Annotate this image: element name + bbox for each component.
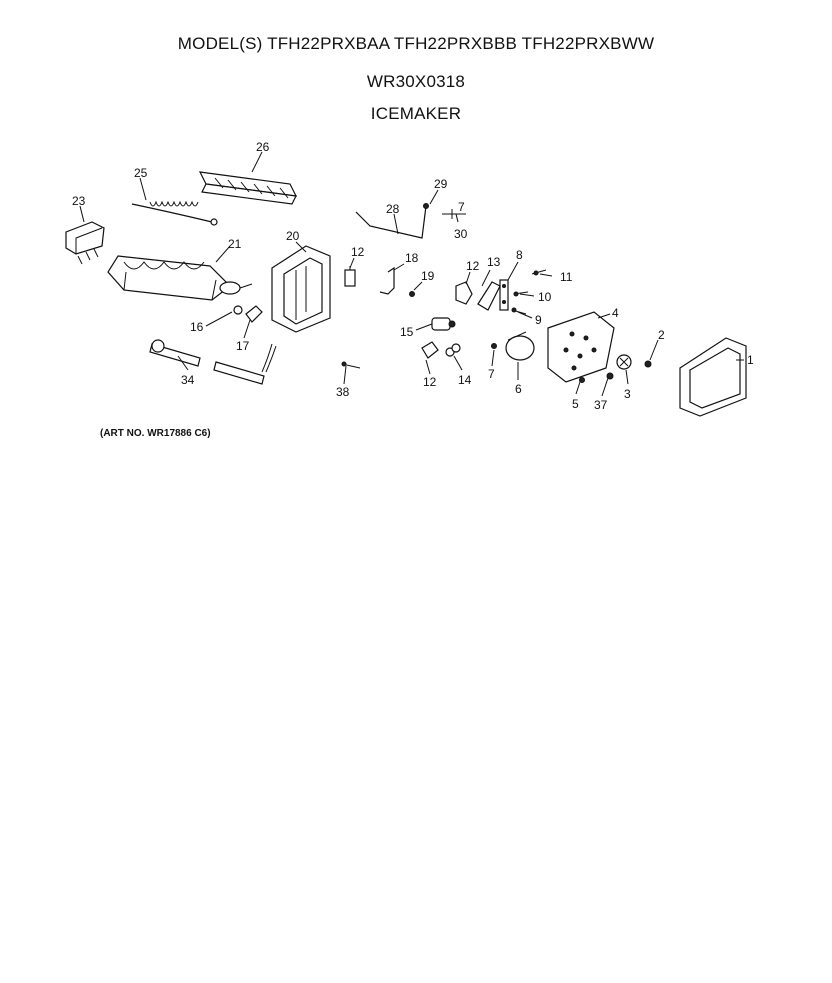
leader-lines bbox=[79, 151, 744, 397]
part-bracket bbox=[499, 279, 509, 311]
part-clip-upper-left bbox=[344, 266, 356, 287]
callout-16: 16 bbox=[190, 320, 204, 334]
callout-12-upper-right: 12 bbox=[466, 259, 480, 273]
callout-17: 17 bbox=[236, 339, 250, 353]
part-front-cover bbox=[679, 337, 747, 417]
callout-29: 29 bbox=[434, 177, 448, 191]
callout-11: 11 bbox=[560, 270, 573, 284]
part-arm-screw bbox=[442, 209, 466, 219]
part-screw-7 bbox=[491, 343, 497, 349]
callout-8: 8 bbox=[516, 248, 523, 262]
callout-9: 9 bbox=[535, 313, 542, 327]
callout-30: 30 bbox=[454, 227, 468, 241]
callout-3: 3 bbox=[624, 387, 631, 401]
part-fill-cup bbox=[65, 221, 105, 265]
callout-10: 10 bbox=[538, 290, 552, 304]
part-motor bbox=[505, 331, 535, 361]
part-housing bbox=[271, 245, 331, 333]
part-thermostat bbox=[431, 317, 456, 331]
part-5-37-3 bbox=[579, 354, 632, 383]
callout-6: 6 bbox=[515, 382, 522, 396]
callout-19: 19 bbox=[421, 269, 435, 283]
callout-28: 28 bbox=[386, 202, 400, 216]
part-ice-stripper bbox=[198, 171, 298, 205]
callout-25: 25 bbox=[134, 166, 148, 180]
callout-34: 34 bbox=[181, 373, 195, 387]
callout-38: 38 bbox=[336, 385, 350, 399]
part-screw-2 bbox=[644, 360, 652, 368]
callout-7-upper: 7 bbox=[458, 200, 465, 214]
callout-4: 4 bbox=[612, 306, 619, 320]
callout-15: 15 bbox=[400, 325, 414, 339]
callout-23: 23 bbox=[72, 194, 86, 208]
callout-1: 1 bbox=[747, 353, 754, 367]
callout-37: 37 bbox=[594, 398, 608, 412]
part-number: WR30X0318 bbox=[366, 72, 466, 91]
part-mounting-plate bbox=[547, 311, 615, 383]
part-heater-coil bbox=[131, 200, 218, 226]
part-screws-right bbox=[511, 269, 547, 315]
part-shutoff-arm bbox=[355, 203, 429, 239]
callout-18: 18 bbox=[405, 251, 419, 265]
part-ice-mold bbox=[107, 255, 253, 301]
callout-21: 21 bbox=[228, 237, 242, 251]
callout-26: 26 bbox=[256, 140, 270, 154]
callout-14: 14 bbox=[458, 373, 472, 387]
part-wire-harness bbox=[213, 343, 277, 385]
part-cam bbox=[455, 281, 473, 305]
callout-12-upper-left: 12 bbox=[351, 245, 365, 259]
callout-13: 13 bbox=[487, 255, 501, 269]
art-number: (ART NO. WR17886 C6) bbox=[100, 428, 211, 439]
callout-12-lower: 12 bbox=[423, 375, 437, 389]
part-38 bbox=[341, 361, 361, 369]
callout-20: 20 bbox=[286, 229, 300, 243]
part-fill-tube bbox=[149, 339, 201, 367]
part-clip-lower bbox=[421, 341, 439, 359]
callout-2: 2 bbox=[658, 328, 665, 342]
callout-7-lower: 7 bbox=[488, 367, 495, 381]
models-title: MODEL(S) TFH22PRXBAA TFH22PRXBBB TFH22PR… bbox=[177, 34, 655, 53]
part-lever bbox=[379, 266, 415, 297]
part-14 bbox=[445, 343, 461, 357]
callout-5: 5 bbox=[572, 397, 579, 411]
part-16-17 bbox=[233, 305, 263, 323]
part-switch bbox=[477, 281, 501, 311]
section-title: ICEMAKER bbox=[370, 104, 462, 123]
